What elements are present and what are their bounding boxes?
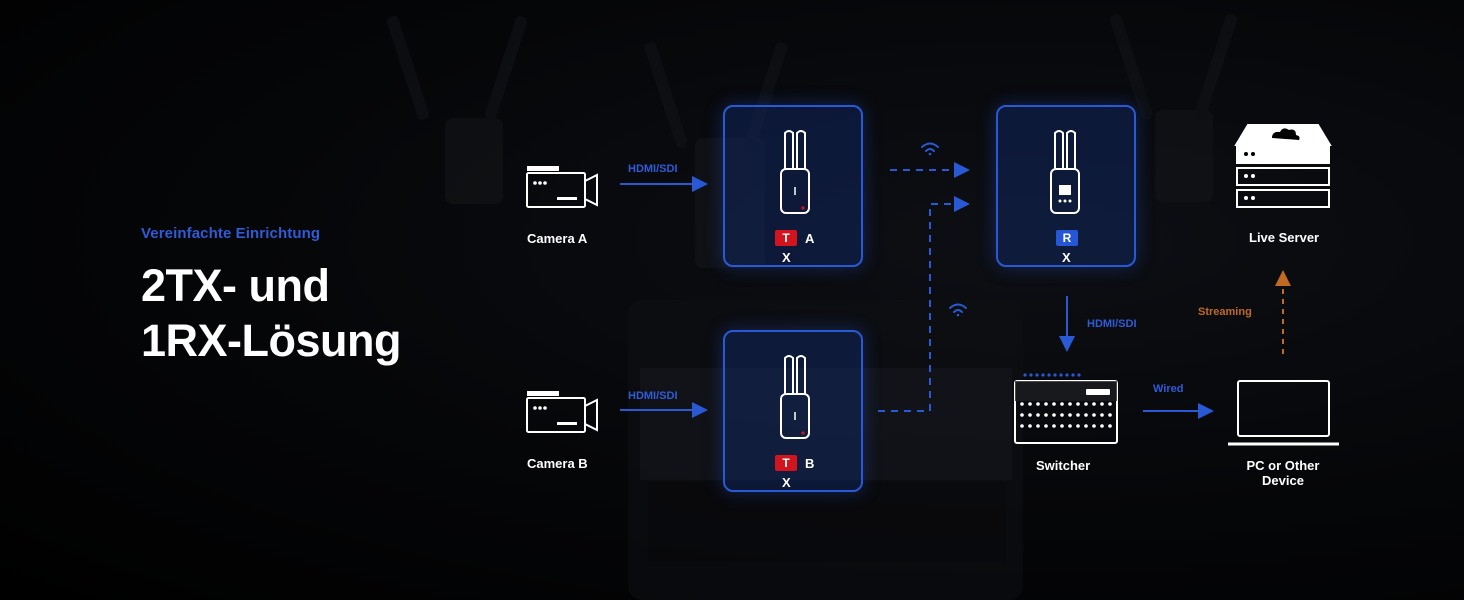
switcher-button (1052, 413, 1056, 417)
switcher-led (1059, 373, 1063, 377)
rx-box: R X (996, 105, 1136, 267)
tx-b-box: T B X (723, 330, 863, 492)
rx-badge: R (1056, 230, 1078, 246)
server-leds (1244, 174, 1255, 200)
pc-label-line-2: Device (1262, 473, 1304, 488)
switcher-button (1028, 402, 1032, 406)
switcher-pc-connection-label: Wired (1153, 383, 1184, 395)
switcher-button (1044, 402, 1048, 406)
tx-model: X (782, 250, 791, 265)
switcher-button (1084, 413, 1088, 417)
switcher-button (1076, 424, 1080, 428)
switcher-button (1076, 413, 1080, 417)
switcher-led (1023, 373, 1027, 377)
switcher-button (1060, 402, 1064, 406)
background-hardware (386, 14, 1238, 600)
switcher-button (1108, 424, 1112, 428)
cam-b-connection-label: HDMI/SDI (628, 390, 678, 402)
streaming-label: Streaming (1198, 306, 1252, 318)
switcher-led (1071, 373, 1075, 377)
switcher-top-leds (1023, 373, 1081, 377)
live-server-label: Live Server (1249, 230, 1320, 245)
transmitter-icon (780, 130, 810, 214)
camera-a-label: Camera A (527, 231, 588, 246)
switcher-button (1060, 413, 1064, 417)
wifi-icon (921, 142, 939, 156)
switcher-button (1036, 424, 1040, 428)
wireless-link-b (878, 196, 970, 412)
tx-letter: B (805, 456, 815, 471)
wifi-icon (949, 303, 967, 317)
switcher-button (1068, 424, 1072, 428)
camera-b-icon (526, 391, 598, 433)
switcher-button (1020, 424, 1024, 428)
switcher-button (1068, 402, 1072, 406)
switcher-button (1020, 402, 1024, 406)
switcher-button (1060, 424, 1064, 428)
switcher-button (1052, 402, 1056, 406)
switcher-button (1100, 413, 1104, 417)
rx-model: X (1062, 250, 1071, 265)
switcher-button (1100, 424, 1104, 428)
live-server-icon (1234, 124, 1332, 208)
title-line-1: 2TX- und (141, 260, 330, 311)
switcher-button (1028, 413, 1032, 417)
pc-label: PC or Other Device (1233, 458, 1333, 488)
title-line-2: 1RX-Lösung (141, 315, 402, 366)
page-title: 2TX- und 1RX-Lösung (141, 258, 402, 368)
switcher-button (1100, 402, 1104, 406)
switcher-label: Switcher (1036, 458, 1091, 473)
switcher-button (1092, 413, 1096, 417)
camera-b-label: Camera B (527, 456, 588, 471)
switcher-button (1076, 402, 1080, 406)
tx-model: X (782, 475, 791, 490)
switcher-led (1077, 373, 1081, 377)
camera-a-icon (526, 166, 598, 208)
tx-a-box: T A X (723, 105, 863, 267)
switcher-led (1065, 373, 1069, 377)
switcher-button (1108, 413, 1112, 417)
switcher-button (1092, 402, 1096, 406)
switcher-button (1044, 424, 1048, 428)
rx-switcher-connection-label: HDMI/SDI (1087, 318, 1137, 330)
switcher-button (1108, 402, 1112, 406)
cam-a-connection-label: HDMI/SDI (628, 163, 678, 175)
switcher-button (1020, 413, 1024, 417)
switcher-button (1092, 424, 1096, 428)
switcher-button (1052, 424, 1056, 428)
section-subtitle: Vereinfachte Einrichtung (141, 225, 321, 242)
switcher-button (1084, 402, 1088, 406)
switcher-led (1047, 373, 1051, 377)
switcher-led (1041, 373, 1045, 377)
pc-icon (1228, 380, 1339, 446)
switcher-button (1044, 413, 1048, 417)
tx-badge: T (775, 455, 797, 471)
switcher-icon (1014, 380, 1118, 444)
switcher-led (1035, 373, 1039, 377)
tx-letter: A (805, 231, 815, 246)
transmitter-icon (780, 355, 810, 439)
receiver-icon (1050, 130, 1080, 214)
switcher-led (1029, 373, 1033, 377)
switcher-button (1084, 424, 1088, 428)
switcher-button (1028, 424, 1032, 428)
switcher-button (1068, 413, 1072, 417)
pc-label-line-1: PC or Other (1246, 458, 1320, 473)
tx-badge: T (775, 230, 797, 246)
switcher-button (1036, 413, 1040, 417)
switcher-led (1053, 373, 1057, 377)
switcher-button (1036, 402, 1040, 406)
switcher-buttons (1020, 402, 1112, 428)
